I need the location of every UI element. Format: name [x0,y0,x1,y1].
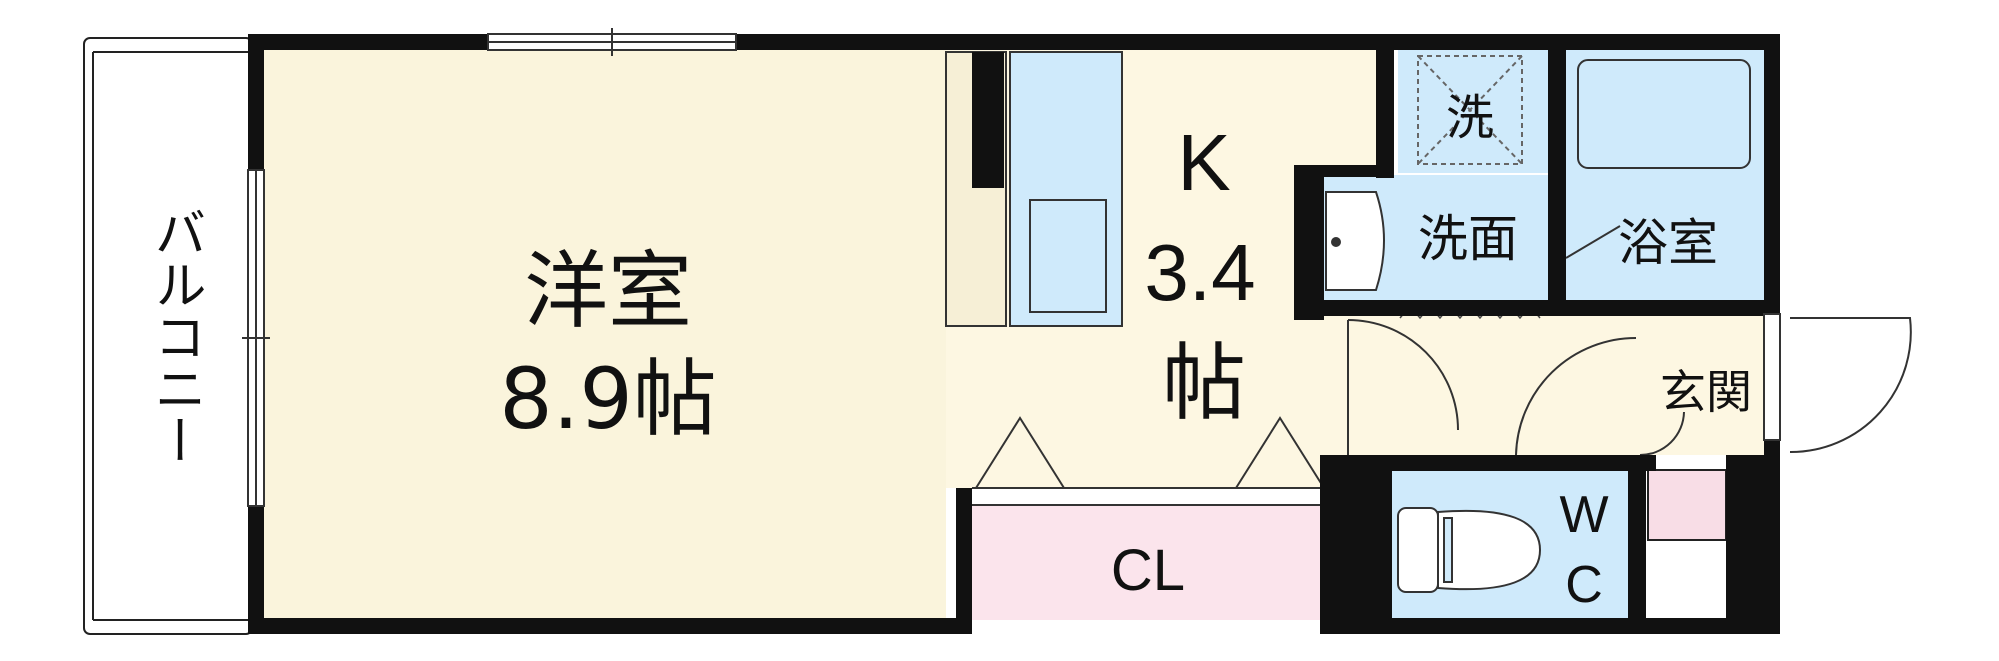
balcony-label: バルコニー [145,206,205,466]
hall-floor [1340,315,1640,455]
kitchen-counter [945,51,1123,327]
toilet-label-w: W [1559,486,1608,544]
western-room-size: 8.9帖 [499,350,717,448]
walls [248,34,1780,634]
laundry-label: 洗 [1446,90,1494,146]
washing-machine [1417,55,1523,165]
closet-label: CL [1111,538,1185,603]
closet-area [972,505,1320,620]
top-window [487,28,737,56]
door-swings [1347,225,1912,456]
bathtub [1577,59,1751,169]
entrance-storage [1647,469,1727,541]
toilet-label-c: C [1565,556,1603,614]
kitchen-name: K [1177,118,1230,207]
kitchen-size-number: 3.4 [1144,228,1255,317]
wash-basin [1325,191,1385,291]
kitchen-size-unit: 帖 [1162,334,1246,432]
balcony-window [242,169,270,507]
entrance-label: 玄関 [1660,365,1752,419]
western-room-floor [262,48,946,620]
toilet [1397,507,1542,593]
bath-label: 浴室 [1618,214,1718,272]
entrance-floor [1640,315,1772,455]
entrance-door-frame [1763,313,1781,441]
closet-doors [972,416,1325,506]
western-room-name: 洋室 [524,242,692,340]
washroom-label: 洗面 [1418,210,1518,268]
